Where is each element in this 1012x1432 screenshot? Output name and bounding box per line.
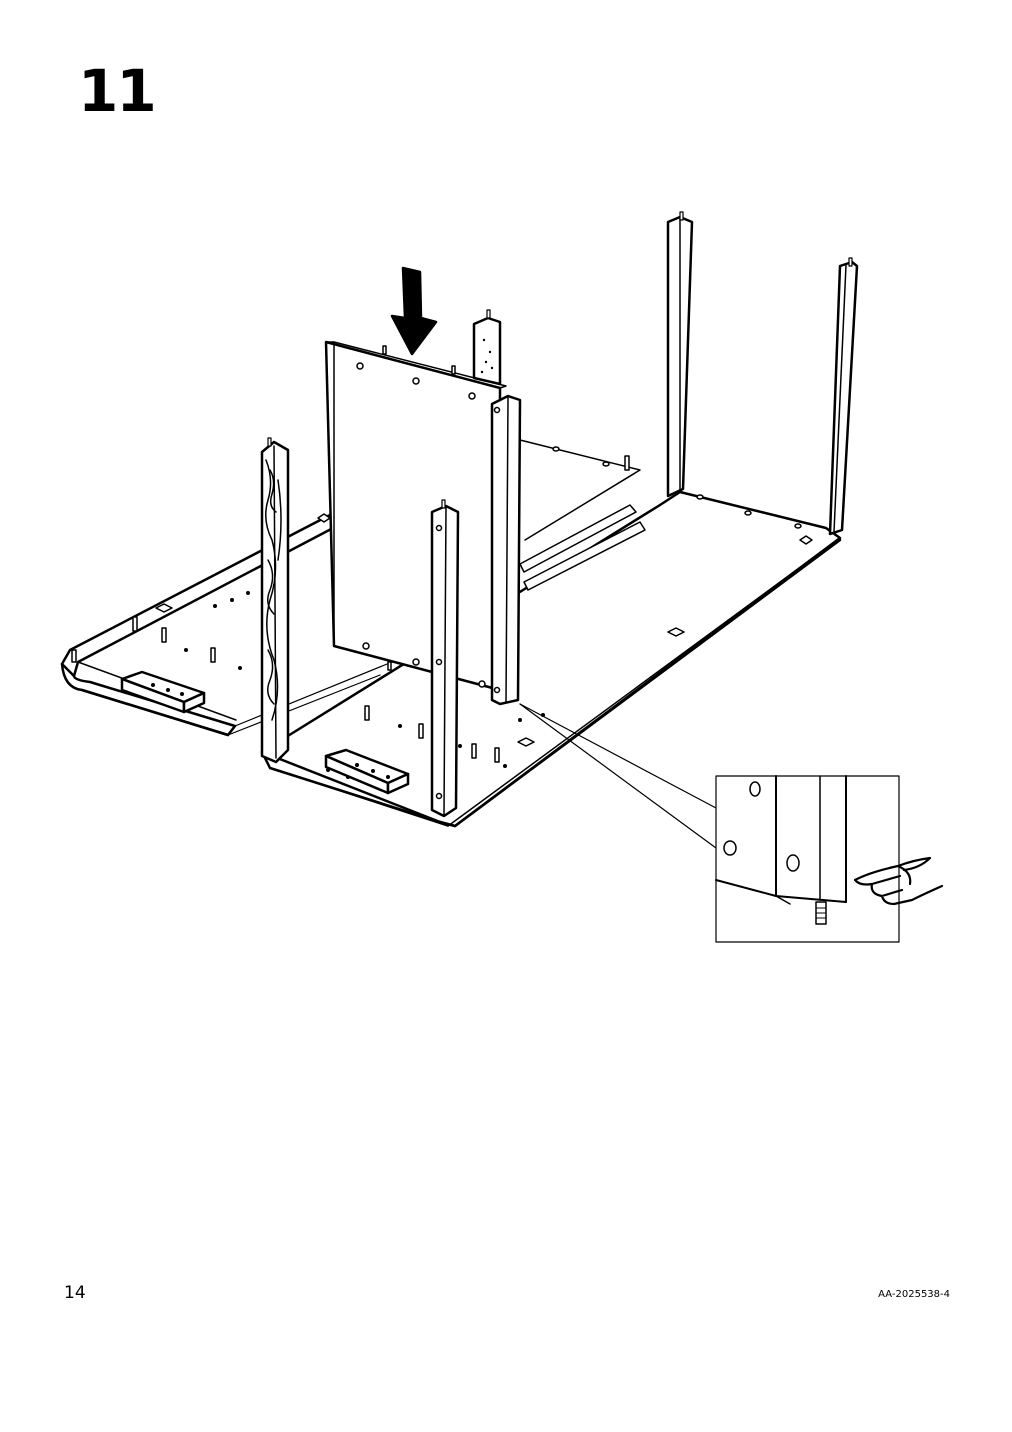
right-side-frame bbox=[666, 211, 859, 536]
detail-inset bbox=[715, 775, 900, 943]
right-foot-block bbox=[324, 748, 410, 795]
back-panel bbox=[324, 340, 507, 692]
document-id: AA-2025538-4 bbox=[878, 1289, 950, 1300]
left-foot-block bbox=[120, 670, 206, 714]
left-side-panel bbox=[260, 437, 290, 764]
down-arrow-icon bbox=[390, 266, 438, 356]
page-number: 14 bbox=[64, 1283, 86, 1303]
pointing-hand-icon bbox=[853, 856, 944, 906]
rear-post bbox=[472, 309, 502, 386]
front-middle-post bbox=[430, 499, 460, 818]
front-right-post bbox=[490, 394, 522, 706]
step-number: 11 bbox=[78, 57, 157, 125]
detail-callout-lines bbox=[519, 703, 717, 849]
